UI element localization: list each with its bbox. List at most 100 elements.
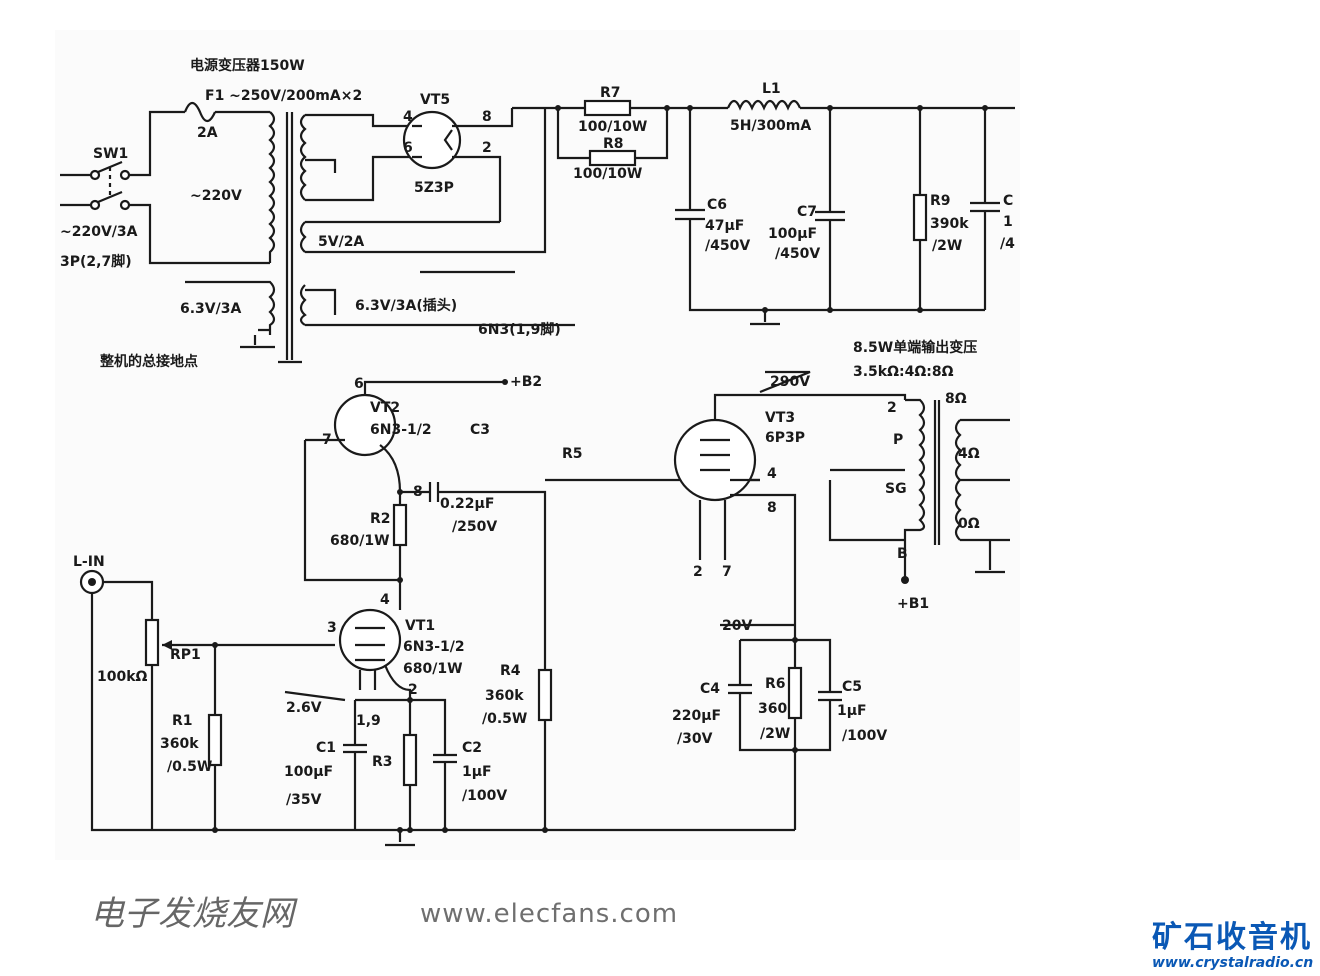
label: C7 bbox=[797, 204, 817, 220]
label: 4 bbox=[767, 466, 777, 482]
label: /250V bbox=[452, 519, 497, 535]
label: 100/10W bbox=[573, 166, 642, 182]
label: 2 bbox=[693, 564, 703, 580]
label: 4 bbox=[403, 109, 413, 125]
primary-coil bbox=[268, 111, 276, 263]
label: R4 bbox=[500, 663, 521, 679]
watermark-url: www.elecfans.com bbox=[420, 899, 678, 929]
input-wires bbox=[79, 569, 795, 847]
label: B bbox=[897, 546, 908, 562]
label: /35V bbox=[286, 792, 322, 808]
label: R2 bbox=[370, 511, 391, 527]
label: /450V bbox=[705, 238, 750, 254]
label: +B1 bbox=[897, 596, 929, 612]
label: P bbox=[893, 432, 903, 448]
label: 8 bbox=[413, 484, 423, 500]
label: 6.3V/3A(插头) bbox=[355, 297, 457, 314]
label: L1 bbox=[762, 81, 781, 97]
label: F1 ~250V/200mA×2 bbox=[205, 88, 362, 104]
label: 2A bbox=[197, 125, 218, 141]
label: R6 bbox=[765, 676, 786, 692]
label: C6 bbox=[707, 197, 727, 213]
label: 2 bbox=[408, 682, 418, 698]
label: 4 bbox=[380, 592, 390, 608]
label: /4 bbox=[1000, 236, 1015, 252]
label: 6 bbox=[403, 140, 413, 156]
label: 8Ω bbox=[945, 391, 967, 407]
label: 6P3P bbox=[765, 430, 805, 446]
label: 2 bbox=[482, 140, 492, 156]
transformer-core bbox=[278, 112, 302, 364]
potentiometer-rp1 bbox=[144, 618, 160, 667]
label: /0.5W bbox=[482, 711, 527, 727]
resistor-r4 bbox=[537, 668, 553, 722]
label: SW1 bbox=[93, 146, 128, 162]
tube-vt3 bbox=[673, 418, 757, 502]
label: 5Z3P bbox=[414, 180, 454, 196]
label: R7 bbox=[600, 85, 621, 101]
label: 6 bbox=[354, 376, 364, 392]
label: 7 bbox=[322, 432, 332, 448]
label: VT2 bbox=[370, 400, 400, 416]
label: 680/1W bbox=[330, 533, 390, 549]
label: 7 bbox=[722, 564, 732, 580]
label: 47μF bbox=[705, 218, 744, 234]
label: 整机的总接地点 bbox=[99, 353, 198, 370]
label: /450V bbox=[775, 246, 820, 262]
fuse-f1 bbox=[183, 101, 217, 123]
label: VT5 bbox=[420, 92, 450, 108]
label: /2W bbox=[760, 726, 790, 742]
label: R5 bbox=[562, 446, 583, 462]
label: 2 bbox=[887, 400, 897, 416]
label: 100kΩ bbox=[97, 669, 148, 685]
resistor-r8 bbox=[588, 149, 637, 167]
label: 6N3-1/2 bbox=[403, 639, 465, 655]
label: R1 bbox=[172, 713, 193, 729]
label: 0.22μF bbox=[440, 496, 494, 512]
label: 1μF bbox=[837, 703, 867, 719]
label: C1 bbox=[316, 740, 336, 756]
label: SG bbox=[885, 481, 907, 497]
label: 680/1W bbox=[403, 661, 463, 677]
label: 3P(2,7脚) bbox=[60, 254, 132, 270]
label: 2.6V bbox=[286, 700, 322, 716]
resistor-r3 bbox=[402, 733, 418, 787]
label: 20V bbox=[722, 618, 752, 634]
label: 1μF bbox=[462, 764, 492, 780]
label: C bbox=[1003, 193, 1013, 209]
label: C2 bbox=[462, 740, 482, 756]
label: 1 bbox=[1003, 214, 1013, 230]
label: 220μF bbox=[672, 708, 721, 724]
label: 6N3(1,9脚) bbox=[478, 322, 561, 338]
label: 8.5W单端输出变压 bbox=[853, 339, 977, 356]
label: R8 bbox=[603, 136, 624, 152]
label: 4Ω bbox=[958, 446, 980, 462]
label: /100V bbox=[462, 788, 507, 804]
label: /30V bbox=[677, 731, 713, 747]
label: 8 bbox=[767, 500, 777, 516]
label: ~220V/3A bbox=[60, 224, 138, 240]
output-core bbox=[933, 400, 941, 545]
resistor-r2 bbox=[392, 503, 408, 547]
tube-vt2 bbox=[333, 393, 397, 457]
label: VT1 bbox=[405, 618, 435, 634]
label: 3.5kΩ:4Ω:8Ω bbox=[853, 364, 954, 380]
resistor-r9 bbox=[912, 193, 928, 242]
label: ~220V bbox=[190, 188, 242, 204]
power-supply-wires bbox=[60, 101, 575, 364]
label: C4 bbox=[700, 681, 720, 697]
label: 100μF bbox=[284, 764, 333, 780]
label: R9 bbox=[930, 193, 951, 209]
hv-coil bbox=[299, 114, 307, 201]
resistor-r1 bbox=[207, 713, 223, 767]
label: 360k bbox=[160, 736, 199, 752]
label: 1,9 bbox=[356, 713, 381, 729]
label: 100μF bbox=[768, 226, 817, 242]
label: 290V bbox=[770, 374, 810, 390]
output-secondary-coil bbox=[954, 418, 1010, 574]
brand-url: www.crystalradio.cn bbox=[1152, 955, 1314, 971]
output-primary-coil bbox=[828, 398, 926, 580]
label: 390k bbox=[930, 216, 969, 232]
label: /0.5W bbox=[167, 759, 212, 775]
